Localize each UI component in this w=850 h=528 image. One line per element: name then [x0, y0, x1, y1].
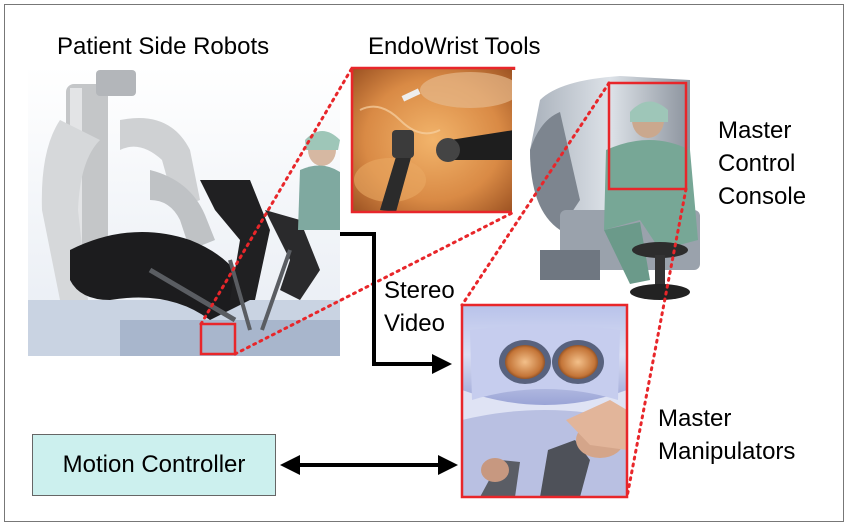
master-control-console-label-line3: Console — [718, 182, 806, 212]
master-manipulators-label-line2: Manipulators — [658, 437, 795, 467]
stereo-video-label-line1: Stereo — [384, 276, 455, 306]
master-control-console-label-line1: Master — [718, 116, 791, 146]
master-manipulators-photo — [462, 305, 627, 497]
motion-controller-label: Motion Controller — [63, 451, 246, 479]
patient-side-robots-label: Patient Side Robots — [57, 32, 269, 62]
endowrist-tools-photo — [352, 68, 520, 212]
patient-side-robots-photo — [28, 66, 340, 356]
master-control-console-label-line2: Control — [718, 149, 795, 179]
master-manipulators-label-line1: Master — [658, 404, 731, 434]
stereo-video-label-line2: Video — [384, 309, 445, 339]
master-control-console-photo — [512, 70, 708, 302]
endowrist-tools-label: EndoWrist Tools — [368, 32, 541, 62]
motion-controller-box: Motion Controller — [32, 434, 276, 496]
